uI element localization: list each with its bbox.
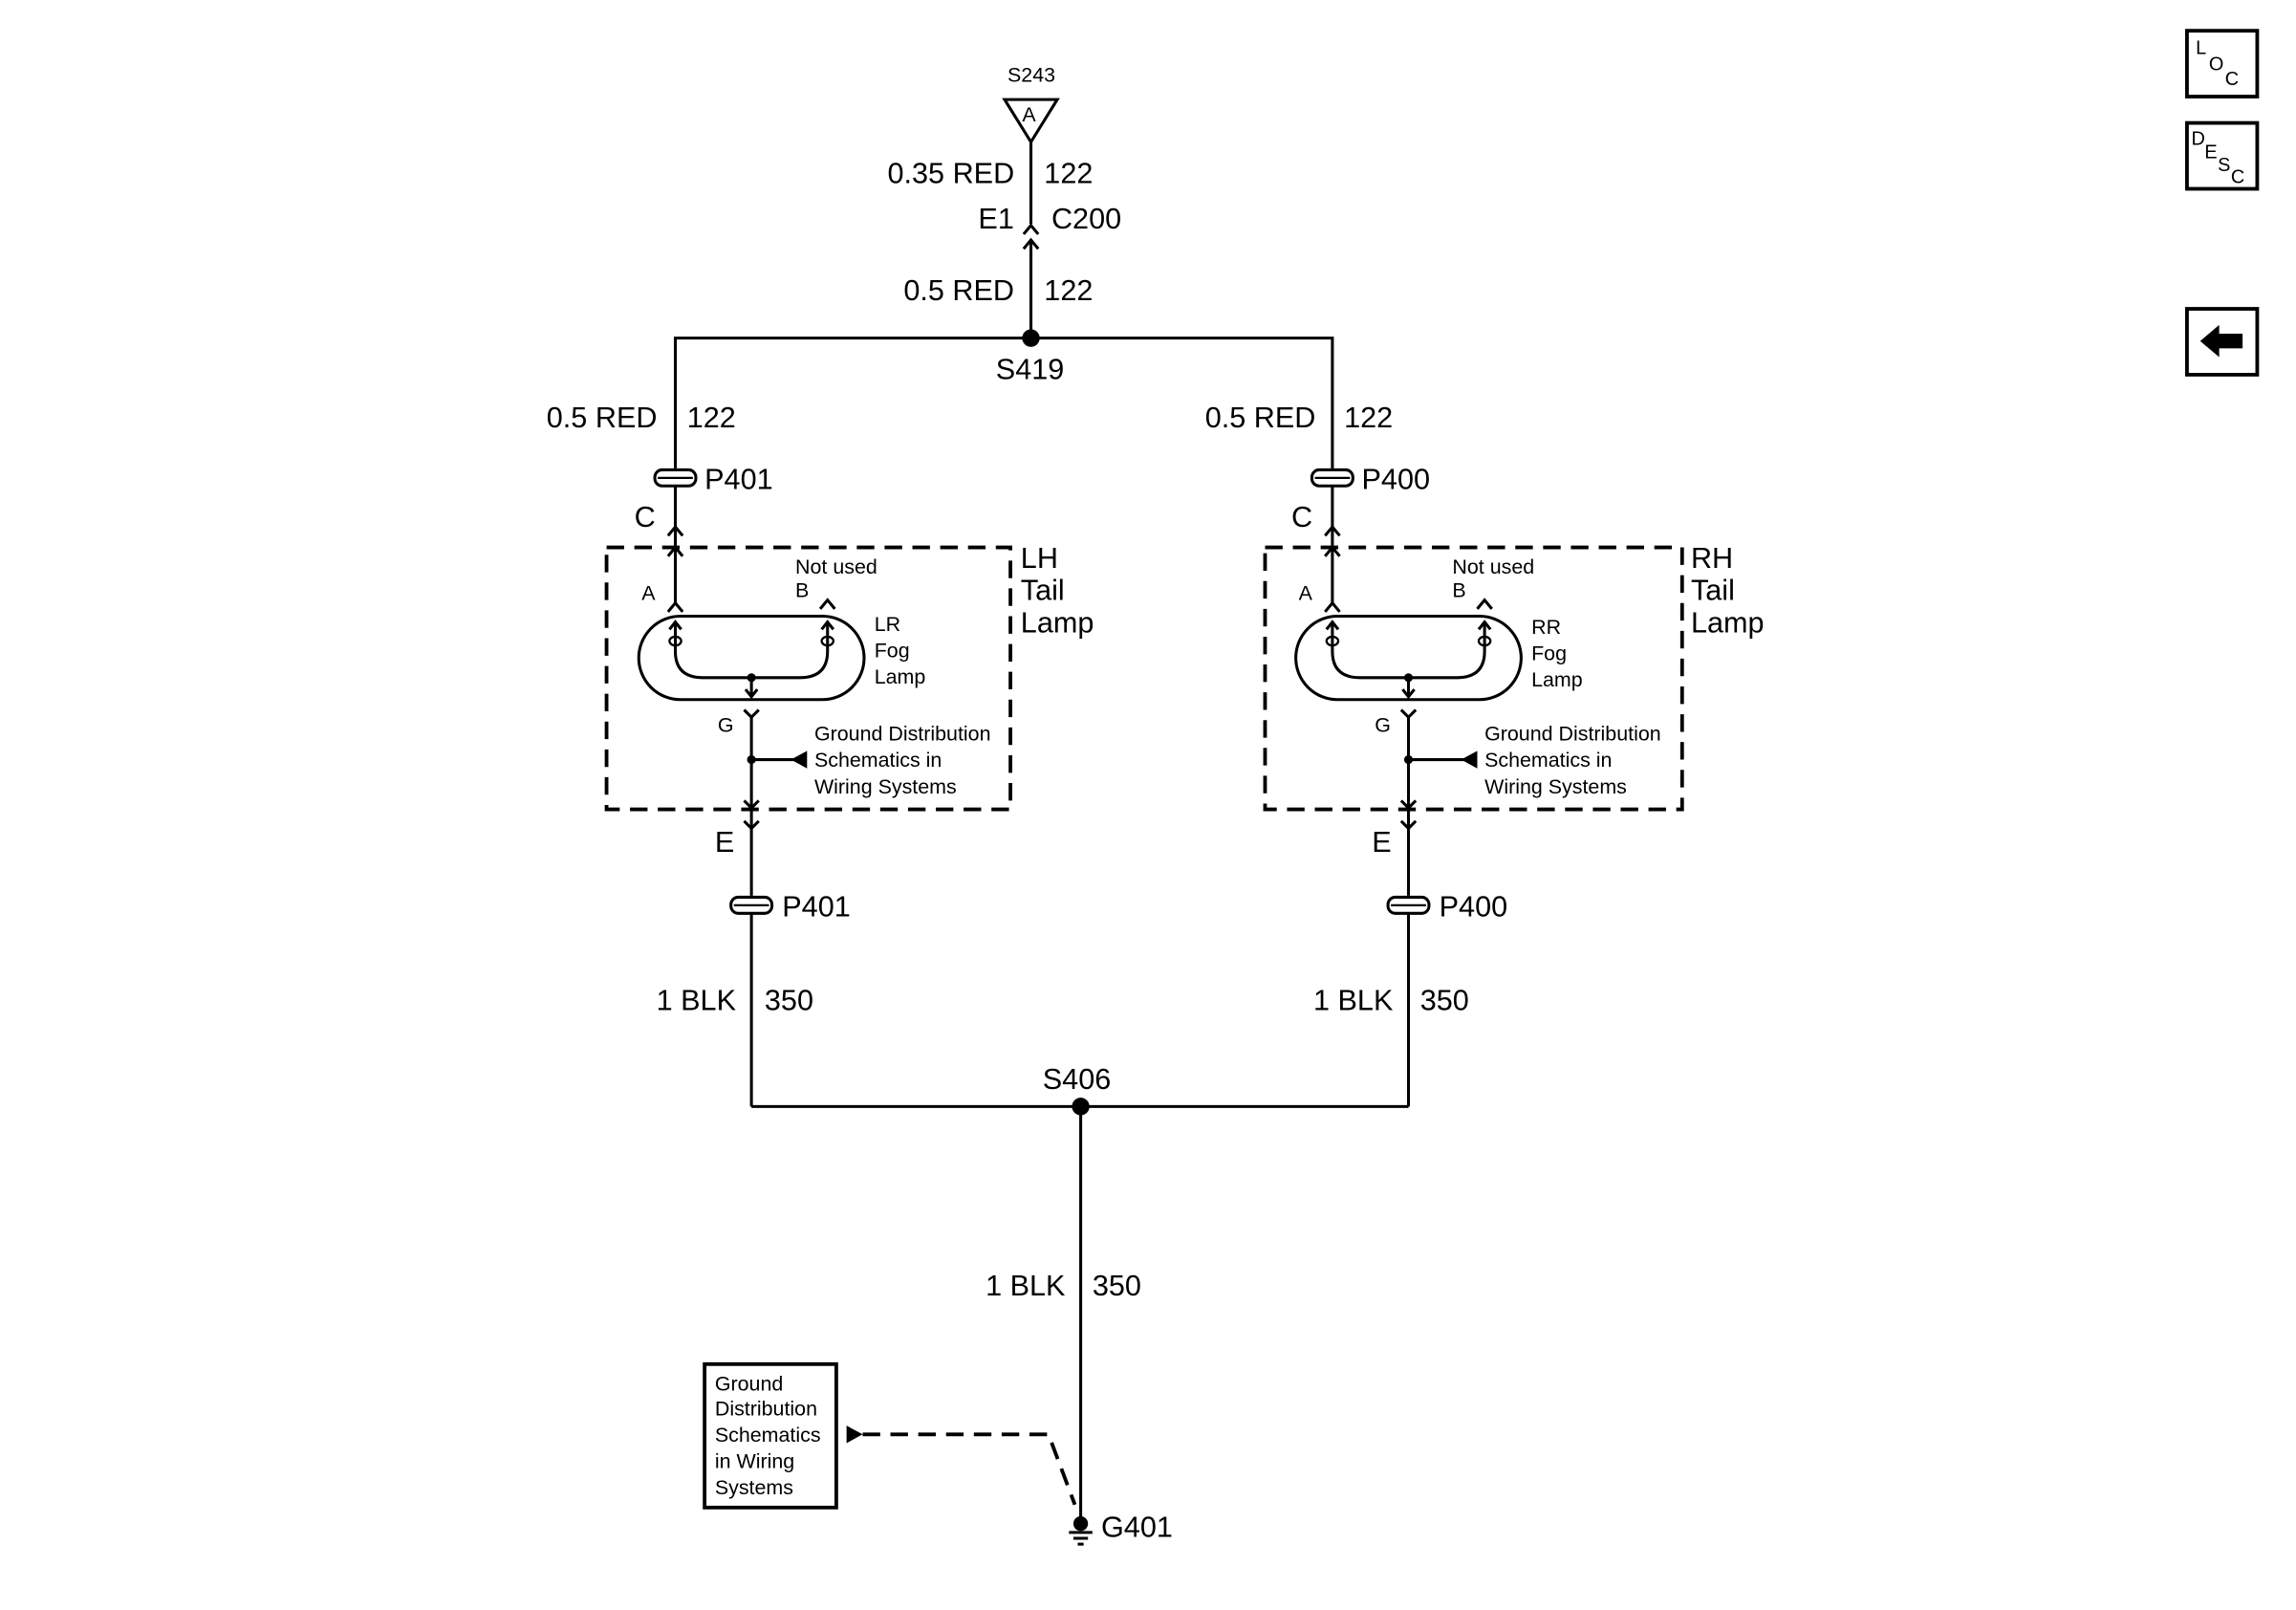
lr-lamp-line-1: LR bbox=[875, 613, 900, 636]
left-ground-ref-arrow-icon bbox=[791, 751, 808, 769]
desc-icon bbox=[2185, 120, 2260, 191]
splice-s243-pin: A bbox=[1022, 103, 1036, 126]
connector-p400-bottom-icon bbox=[1386, 895, 1431, 915]
right-pin-b: B bbox=[1452, 579, 1465, 602]
left-wire-circuit: 122 bbox=[687, 402, 736, 434]
right-ground-ref-line-3: Wiring Systems bbox=[1484, 775, 1627, 798]
lr-lamp-line-2: Fog bbox=[875, 639, 910, 662]
right-wire-spec: 0.5 RED bbox=[1205, 402, 1316, 434]
right-pin-g: G bbox=[1375, 713, 1391, 736]
rr-lamp-line-2: Fog bbox=[1531, 642, 1567, 664]
loc-letter-1: L bbox=[2196, 38, 2206, 59]
feed-wire-lower-spec: 0.5 RED bbox=[903, 274, 1014, 307]
ground-ref-box-line-1: Ground bbox=[715, 1372, 783, 1395]
splice-s243-label: S243 bbox=[1007, 64, 1055, 87]
main-ground-wire-circuit: 350 bbox=[1093, 1270, 1141, 1302]
lh-enclosure-label-1: LH bbox=[1021, 542, 1058, 575]
ground-g401-label: G401 bbox=[1101, 1511, 1173, 1543]
ground-ref-box-line-4: in Wiring bbox=[715, 1450, 794, 1473]
splice-s243-triangle-icon bbox=[1002, 98, 1060, 145]
connector-p400-bottom-label: P400 bbox=[1440, 890, 1508, 923]
splice-s419-label: S419 bbox=[996, 354, 1065, 386]
ground-ref-box-line-2: Distribution bbox=[715, 1397, 817, 1420]
right-pin-a: A bbox=[1299, 582, 1313, 605]
back-arrow-icon bbox=[2199, 324, 2243, 358]
ground-ref-box-line-5: Systems bbox=[715, 1476, 793, 1499]
connector-p401-bottom-label: P401 bbox=[782, 890, 851, 923]
connector-c200-pin: E1 bbox=[978, 203, 1013, 235]
rr-fog-lamp-bulb-icon bbox=[1294, 614, 1523, 702]
back-button[interactable] bbox=[2185, 307, 2260, 377]
lh-enclosure-label-3: Lamp bbox=[1021, 606, 1094, 639]
right-not-used: Not used bbox=[1452, 555, 1534, 578]
left-pin-b: B bbox=[795, 579, 809, 602]
splice-s406-label: S406 bbox=[1043, 1063, 1112, 1096]
desc-letter-3: S bbox=[2218, 155, 2230, 176]
lr-lamp-line-3: Lamp bbox=[875, 665, 926, 688]
right-wire-circuit: 122 bbox=[1344, 402, 1393, 434]
loc-button[interactable]: L O C bbox=[2185, 29, 2260, 98]
desc-letter-4: C bbox=[2231, 166, 2244, 187]
left-wire-spec: 0.5 RED bbox=[547, 402, 658, 434]
loc-letter-3: C bbox=[2225, 69, 2239, 90]
connector-p400-top-label: P400 bbox=[1362, 463, 1431, 495]
rh-enclosure-label-1: RH bbox=[1691, 542, 1733, 575]
loc-icon bbox=[2185, 29, 2260, 98]
left-pin-g: G bbox=[718, 713, 734, 736]
splice-s406-dot bbox=[1072, 1098, 1090, 1116]
left-pin-e: E bbox=[715, 826, 734, 859]
right-ground-ref-line-2: Schematics in bbox=[1484, 749, 1612, 772]
main-ground-wire-spec: 1 BLK bbox=[986, 1270, 1066, 1302]
right-ground-wire-circuit: 350 bbox=[1420, 984, 1469, 1016]
right-pin-e: E bbox=[1372, 826, 1391, 859]
ground-ref-box-line-3: Schematics bbox=[715, 1424, 821, 1447]
rh-enclosure-label-3: Lamp bbox=[1691, 606, 1765, 639]
right-pin-c: C bbox=[1291, 501, 1312, 533]
lh-enclosure-label-2: Tail bbox=[1021, 575, 1065, 607]
right-ground-ref-line-1: Ground Distribution bbox=[1484, 723, 1661, 746]
connector-p400-top-icon bbox=[1310, 468, 1354, 488]
rh-tail-lamp-enclosure bbox=[1263, 545, 1684, 812]
ground-ref-box-arrow-icon bbox=[846, 1425, 863, 1444]
left-ground-wire-circuit: 350 bbox=[765, 984, 813, 1016]
right-ground-ref-arrow-icon bbox=[1461, 751, 1478, 769]
left-ground-ref-line-3: Wiring Systems bbox=[814, 775, 957, 798]
rr-lamp-line-1: RR bbox=[1531, 616, 1561, 639]
left-ground-ref-line-2: Schematics in bbox=[814, 749, 942, 772]
connector-p401-top-icon bbox=[653, 468, 698, 488]
ground-g401-icon bbox=[1069, 1516, 1093, 1546]
desc-button[interactable]: D E S C bbox=[2185, 120, 2260, 191]
connector-p401-top-label: P401 bbox=[704, 463, 772, 495]
left-not-used: Not used bbox=[795, 555, 877, 578]
desc-letter-1: D bbox=[2192, 129, 2205, 150]
feed-wire-lower-circuit: 122 bbox=[1044, 274, 1093, 307]
rr-lamp-line-3: Lamp bbox=[1531, 668, 1583, 691]
splice-s419-dot bbox=[1022, 329, 1040, 347]
connector-p401-bottom-icon bbox=[729, 895, 774, 915]
lh-tail-lamp-enclosure bbox=[604, 545, 1013, 812]
connector-c200-name: C200 bbox=[1051, 203, 1121, 235]
ground-distribution-ref-box[interactable] bbox=[703, 1361, 838, 1510]
rh-enclosure-label-2: Tail bbox=[1691, 575, 1735, 607]
left-ground-ref-line-1: Ground Distribution bbox=[814, 723, 991, 746]
left-ground-wire-spec: 1 BLK bbox=[657, 984, 737, 1016]
right-ground-wire-spec: 1 BLK bbox=[1313, 984, 1394, 1016]
feed-wire-upper-spec: 0.35 RED bbox=[887, 157, 1014, 189]
loc-letter-2: O bbox=[2209, 54, 2223, 75]
left-pin-c: C bbox=[635, 501, 656, 533]
feed-wire-upper-circuit: 122 bbox=[1044, 157, 1093, 189]
ground-ref-dashed-link bbox=[862, 1432, 1077, 1506]
lr-fog-lamp-bulb-icon bbox=[637, 614, 866, 702]
left-pin-a: A bbox=[641, 582, 656, 605]
desc-letter-2: E bbox=[2204, 141, 2217, 163]
